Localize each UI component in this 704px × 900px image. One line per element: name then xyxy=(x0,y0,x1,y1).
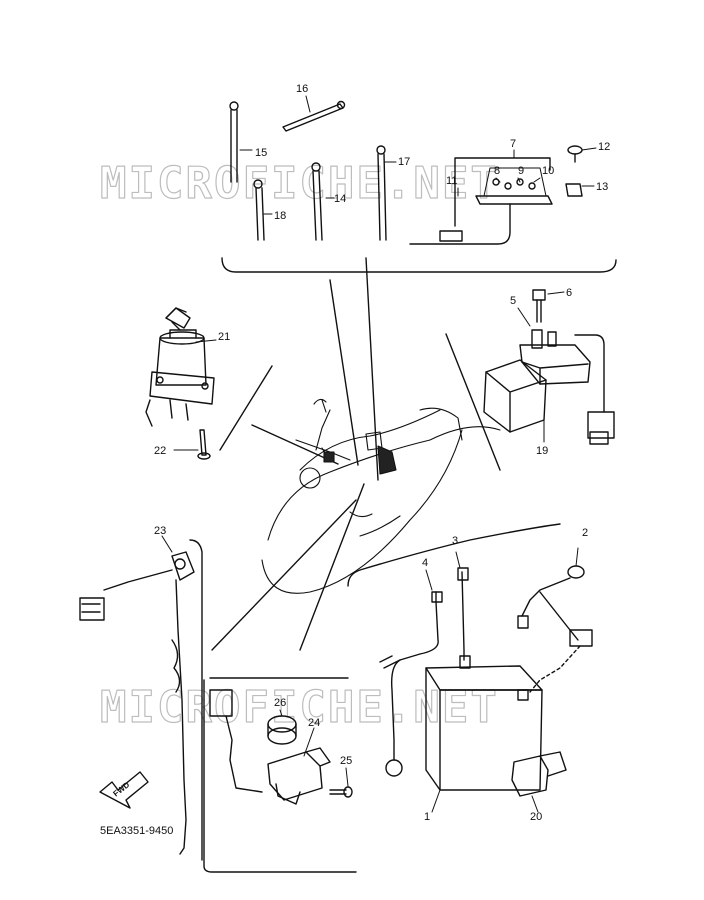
lower-left-bracket xyxy=(189,539,203,861)
callout-5: 5 xyxy=(510,295,516,307)
callout-21: 21 xyxy=(218,331,230,343)
screw-25 xyxy=(329,786,353,798)
front-stop-switch-24 xyxy=(209,689,331,805)
battery-1 xyxy=(425,655,543,791)
callout-19: 19 xyxy=(536,445,548,457)
battery-cable-2 xyxy=(517,565,593,693)
leader-switch-bracket xyxy=(219,365,339,465)
callout-4: 4 xyxy=(422,557,428,569)
leader-bike-to-lower xyxy=(211,483,365,651)
motorcycle-outline xyxy=(261,398,501,594)
fuse-20 xyxy=(511,751,567,797)
callout-16: 16 xyxy=(296,83,308,95)
callout-26: 26 xyxy=(274,697,286,709)
battery-cable-4 xyxy=(379,591,443,777)
callout-25: 25 xyxy=(340,755,352,767)
leader-relay-bracket xyxy=(445,333,501,471)
callout-2: 2 xyxy=(582,527,588,539)
lower-bracket-bottom xyxy=(203,679,357,873)
cable-band-14 xyxy=(311,162,323,241)
callout-8: 8 xyxy=(494,165,500,177)
cable-band-16 xyxy=(282,100,346,132)
nut-13 xyxy=(565,183,583,197)
callout-10: 10 xyxy=(542,165,554,177)
battery-cable-3 xyxy=(457,567,469,661)
battery-bracket xyxy=(347,523,561,587)
screw-12 xyxy=(567,145,583,163)
callout-13: 13 xyxy=(596,181,608,193)
callout-6: 6 xyxy=(566,287,572,299)
ignition-switch-21 xyxy=(145,307,215,427)
callout-20: 20 xyxy=(530,811,542,823)
cable-band-18 xyxy=(253,179,265,241)
callout-24: 24 xyxy=(308,717,320,729)
leader-top-to-bike xyxy=(329,257,379,481)
callout-3: 3 xyxy=(452,535,458,547)
rear-stop-switch-23 xyxy=(79,551,195,855)
callout-leaders xyxy=(161,95,597,813)
fwd-label: FWD xyxy=(111,780,131,798)
callout-7: 7 xyxy=(510,138,516,150)
watermark-top: MICROFICHE.NET xyxy=(100,158,499,209)
callout-12: 12 xyxy=(598,141,610,153)
callout-11: 11 xyxy=(446,175,457,187)
part-code: 5EA3351-9450 xyxy=(100,825,173,837)
callout-labels: 16 15 17 14 18 7 8 9 10 11 12 13 6 5 19 … xyxy=(154,83,610,823)
callout-18: 18 xyxy=(274,210,286,222)
top-group-bracket xyxy=(221,257,617,273)
fwd-arrow-icon: FWD xyxy=(99,771,149,809)
callout-14: 14 xyxy=(334,193,346,205)
callout-1: 1 xyxy=(424,811,430,823)
callout-15: 15 xyxy=(255,147,267,159)
callout-22: 22 xyxy=(154,445,166,457)
cable-band-15 xyxy=(229,101,239,183)
starter-relay-5 xyxy=(519,329,615,445)
bolt-22 xyxy=(197,429,211,460)
callout-17: 17 xyxy=(398,156,410,168)
callout-9: 9 xyxy=(518,165,524,177)
relay-assembly-7 xyxy=(409,157,553,245)
watermark-bottom: MICROFICHE.NET xyxy=(100,682,499,733)
relay-19 xyxy=(483,359,547,433)
cable-band-17 xyxy=(376,145,387,241)
bolt-6 xyxy=(532,289,546,323)
callout-23: 23 xyxy=(154,525,166,537)
